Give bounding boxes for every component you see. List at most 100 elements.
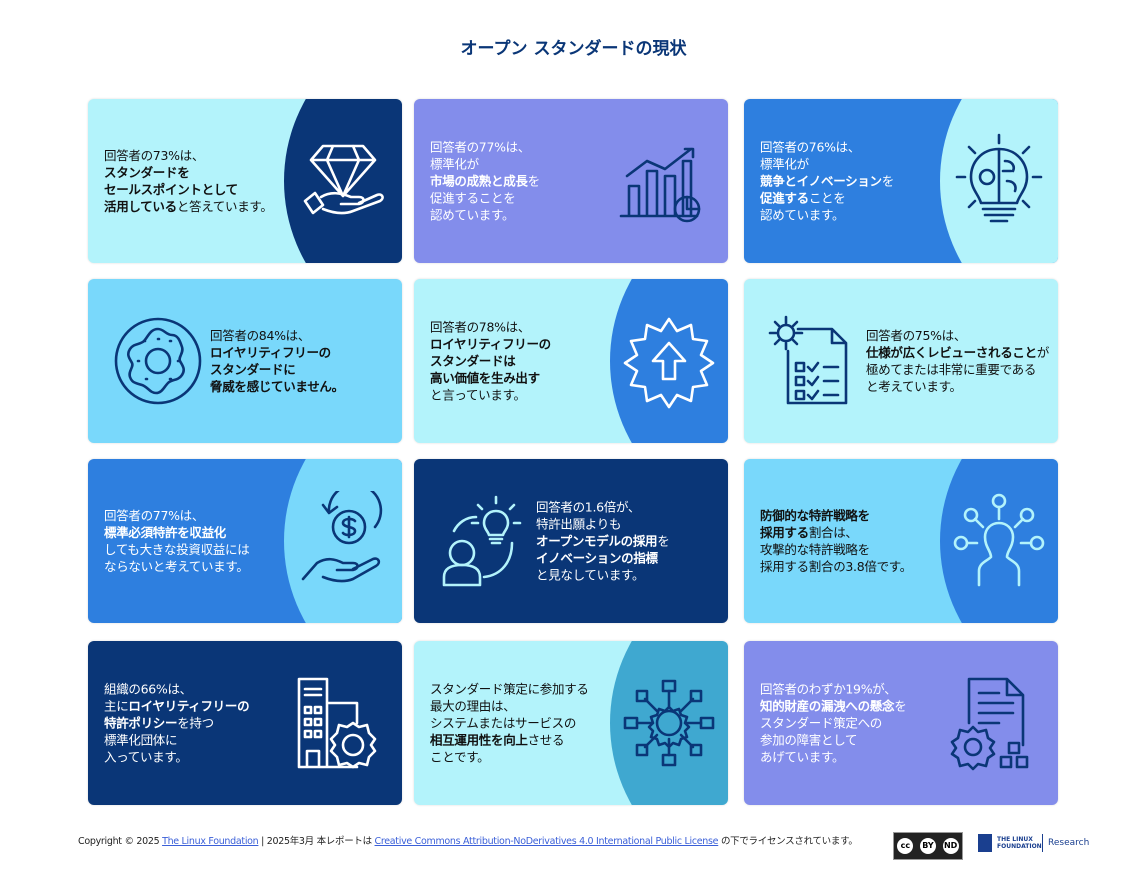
stat-segment: 主に <box>104 698 129 714</box>
stat-line: 組織の66%は、 <box>104 681 249 698</box>
stat-segment: を <box>657 533 670 549</box>
stat-segment: スタンダード策定への <box>760 715 883 731</box>
stat-line: と言っています。 <box>430 387 551 404</box>
stat-line: 回答者の1.6倍が、 <box>536 499 669 516</box>
building-gear-icon <box>283 673 383 773</box>
stat-line: 採用する割合は、 <box>760 524 912 541</box>
stat-segment: 回答者の77%は、 <box>104 508 205 523</box>
stat-segment: システムまたはサービスの <box>430 715 577 731</box>
stat-line: 回答者の84%は、 <box>210 327 344 344</box>
stat-highlight: 高い価値を生み出す <box>430 370 540 386</box>
stat-segment: 極めてまたは非常に重要である <box>866 362 1037 377</box>
stat-segment: が <box>1036 345 1050 360</box>
stat-line: スタンダードは <box>430 353 551 370</box>
stat-segment: スタンダード策定に参加する <box>430 681 589 697</box>
stat-line: 競争とイノベーションを <box>760 173 894 190</box>
stat-line: 標準化団体に <box>104 732 249 749</box>
stat-line: 高い価値を生み出す <box>430 370 551 387</box>
stat-card: 回答者のわずか19%が、知的財産の漏洩への懸念をスタンダード策定への参加の障害と… <box>744 641 1058 805</box>
stat-card: 回答者の73%は、スタンダードをセールスポイントとして活用していると答えています… <box>88 99 402 263</box>
stat-highlight: 標準必須特許を収益化 <box>104 525 227 540</box>
stat-text: 回答者の75%は、仕様が広くレビューされることが極めてまたは非常に重要であると考… <box>866 327 1049 395</box>
stat-highlight: 活用している <box>104 199 177 214</box>
stat-highlight: スタンダードに <box>210 362 296 377</box>
stat-line: 回答者の73%は、 <box>104 147 273 164</box>
stat-segment: 回答者の77%は、 <box>430 139 531 155</box>
stat-text: 回答者の84%は、ロイヤリティフリーのスタンダードに脅威を感じていません。 <box>210 327 344 395</box>
donut-icon <box>108 311 208 411</box>
stat-line: ことです。 <box>430 749 589 766</box>
stat-line: と見なしています。 <box>536 567 669 584</box>
stat-highlight: セールスポイントとして <box>104 182 238 197</box>
stat-highlight: 競争とイノベーション <box>760 173 882 189</box>
cc-icon: cc <box>897 838 914 854</box>
stat-line: 標準化が <box>760 156 894 173</box>
stat-highlight: スタンダードは <box>430 353 516 369</box>
stat-line: スタンダード策定への <box>760 715 906 732</box>
stat-card: 回答者の77%は、標準化が市場の成熟と成長を促進することを認めています。 <box>414 99 728 263</box>
stat-segment: を持つ <box>177 715 214 731</box>
stat-text: 回答者の77%は、標準必須特許を収益化しても大きな投資収益にはならないと考えてい… <box>104 507 250 575</box>
stat-highlight: 相互運用性を向上 <box>430 732 528 748</box>
stat-text: 回答者の1.6倍が、特許出願よりもオープンモデルの採用をイノベーションの指標と見… <box>536 499 670 584</box>
decorative-circle <box>940 459 1058 623</box>
stat-highlight: 促進する <box>760 190 809 206</box>
stat-card: 回答者の78%は、ロイヤリティフリーのスタンダードは高い価値を生み出すと言ってい… <box>414 279 728 443</box>
stat-line: 知的財産の漏洩への懸念を <box>760 698 907 715</box>
stat-line: 回答者の75%は、 <box>866 327 1049 344</box>
stat-segment: 入っています。 <box>104 749 188 765</box>
stat-line: ならないと考えています。 <box>104 558 249 575</box>
stat-segment: を <box>894 698 907 714</box>
stat-segment: 回答者の73%は、 <box>104 148 205 163</box>
stat-segment: ならないと考えています。 <box>104 559 249 574</box>
footer: Copyright © 2025 The Linux Foundation | … <box>78 833 858 847</box>
creative-commons-badge[interactable]: cc BY ND <box>893 832 963 860</box>
stat-text: スタンダード策定に参加する最大の理由は、システムまたはサービスの相互運用性を向上… <box>430 681 589 766</box>
stat-text: 組織の66%は、主にロイヤリティフリーの特許ポリシーを持つ標準化団体に入っていま… <box>104 681 250 766</box>
stat-card: 防御的な特許戦略を採用する割合は、攻撃的な特許戦略を採用する割合の3.8倍です。 <box>744 459 1058 623</box>
by-icon: BY <box>919 838 936 854</box>
stat-segment: を <box>527 173 541 189</box>
license-link[interactable]: Creative Commons Attribution-NoDerivativ… <box>374 836 719 847</box>
stat-line: セールスポイントとして <box>104 181 273 198</box>
checklist-gear-icon <box>764 311 864 411</box>
stat-segment: 標準化が <box>430 156 479 172</box>
stat-segment: 回答者の75%は、 <box>866 328 967 343</box>
badge-upload-icon <box>619 311 719 411</box>
stat-line: 特許ポリシーを持つ <box>104 715 249 732</box>
stat-segment: 採用する割合の3.8倍です。 <box>760 559 912 574</box>
stat-segment: と見なしています。 <box>536 567 645 583</box>
decorative-circle <box>284 99 402 263</box>
stat-highlight: 脅威を感じていません。 <box>210 379 344 394</box>
stat-card: 回答者の75%は、仕様が広くレビューされることが極めてまたは非常に重要であると考… <box>744 279 1058 443</box>
stat-segment: 標準化が <box>760 156 809 172</box>
stat-segment: 標準化団体に <box>104 732 178 748</box>
stat-line: 脅威を感じていません。 <box>210 378 344 395</box>
stat-segment: 回答者の1.6倍が、 <box>536 499 641 515</box>
decorative-circle <box>610 641 728 805</box>
stat-highlight: 市場の成熟と成長 <box>430 173 528 189</box>
stat-segment: と答えています。 <box>176 199 273 214</box>
nd-icon: ND <box>942 838 959 854</box>
stat-line: オープンモデルの採用を <box>536 533 670 550</box>
stat-segment: あげています。 <box>760 749 845 765</box>
stat-segment: 促進することを <box>430 190 516 206</box>
stat-line: 防御的な特許戦略を <box>760 507 912 524</box>
stat-highlight: 採用する <box>760 525 809 540</box>
stat-card: 回答者の1.6倍が、特許出願よりもオープンモデルの採用をイノベーションの指標と見… <box>414 459 728 623</box>
stat-segment: 回答者の76%は、 <box>760 139 861 155</box>
stat-segment: 回答者のわずか19%が、 <box>760 681 897 697</box>
stat-line: ロイヤリティフリーの <box>210 344 344 361</box>
copyright-text: Copyright © 2025 <box>78 836 163 847</box>
stat-highlight: イノベーションの指標 <box>536 550 658 566</box>
stat-line: 標準化が <box>430 156 540 173</box>
stat-segment: と考えています。 <box>866 379 962 394</box>
stat-line: 参加の障害として <box>760 732 906 749</box>
stat-line: しても大きな投資収益には <box>104 541 250 558</box>
stat-highlight: スタンダードを <box>104 165 190 180</box>
stat-text: 回答者のわずか19%が、知的財産の漏洩への懸念をスタンダード策定への参加の障害と… <box>760 681 907 766</box>
stat-line: 市場の成熟と成長を <box>430 173 540 190</box>
linux-foundation-link[interactable]: The Linux Foundation <box>162 836 259 847</box>
stat-segment: しても大きな投資収益には <box>104 542 250 557</box>
stat-line: 回答者の77%は、 <box>104 507 249 524</box>
